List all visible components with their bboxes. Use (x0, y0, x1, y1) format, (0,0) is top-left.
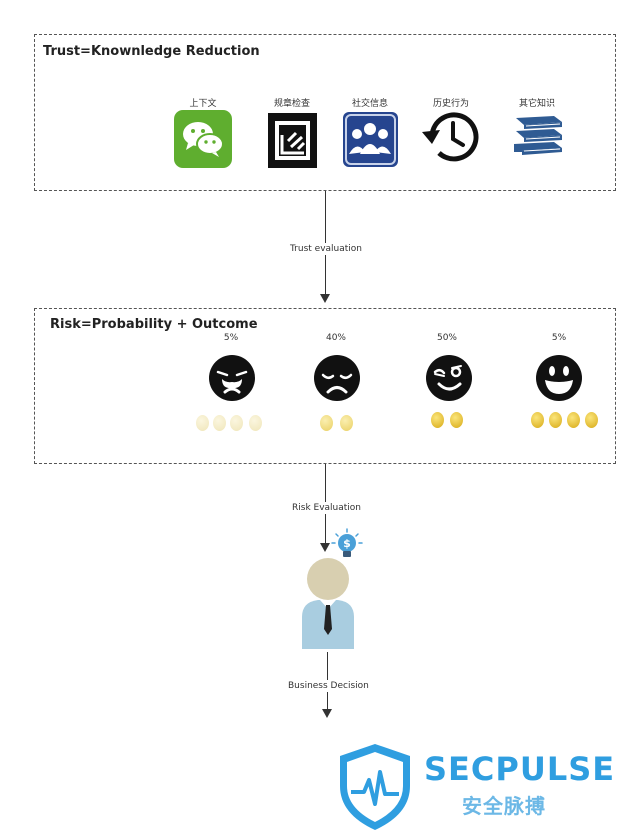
risk-box (34, 308, 616, 464)
sad-face-icon (314, 355, 360, 401)
checklist-icon (268, 113, 317, 168)
coin (320, 415, 333, 431)
risk-to-person-arrowhead (320, 543, 330, 552)
icon-label-history: 历史行为 (432, 99, 469, 109)
dollar-lightbulb-icon: $ (331, 528, 363, 557)
grinning-face-icon (536, 355, 582, 401)
probability-label: 5% (551, 333, 567, 343)
decision-arrowhead (322, 709, 332, 718)
secpulse-shield-logo (340, 744, 410, 830)
trust-to-risk-line (325, 191, 326, 294)
coin (213, 415, 226, 431)
social-people-icon (343, 112, 398, 167)
probability-label: 40% (325, 333, 346, 343)
trust-box (34, 34, 616, 191)
coin (549, 412, 562, 428)
icon-label-rules: 规章检查 (273, 99, 310, 109)
coin (567, 412, 580, 428)
risk-evaluation-label: Risk Evaluation (290, 502, 364, 514)
coin (340, 415, 353, 431)
coin (531, 412, 544, 428)
books-icon (514, 116, 562, 155)
icon-label-social: 社交信息 (351, 99, 388, 109)
probability-label: 5% (223, 333, 239, 343)
crying-face-icon (209, 355, 255, 401)
business-decision-label: Business Decision (286, 680, 371, 692)
trust-box-title: Trust=Knownledge Reduction (43, 44, 260, 59)
trust-evaluation-label: Trust evaluation (288, 243, 364, 255)
wechat-icon (174, 110, 232, 168)
watermark-brand: SECPULSE (424, 750, 616, 788)
risk-box-title: Risk=Probability + Outcome (50, 317, 258, 332)
svg-text:$: $ (343, 537, 351, 550)
coin (230, 415, 243, 431)
winking-face-icon (426, 355, 472, 401)
coin (196, 415, 209, 431)
coin (450, 412, 463, 428)
coin (431, 412, 444, 428)
trust-to-risk-arrowhead (320, 294, 330, 303)
probability-label: 50% (436, 333, 457, 343)
businessman-icon (302, 558, 354, 649)
watermark-subtitle: 安全脉搏 (462, 794, 546, 818)
icon-label-context: 上下文 (189, 99, 217, 109)
icon-label-knowledge: 其它知识 (518, 99, 555, 109)
coin (249, 415, 262, 431)
history-clock-icon (422, 112, 479, 162)
coin (585, 412, 598, 428)
